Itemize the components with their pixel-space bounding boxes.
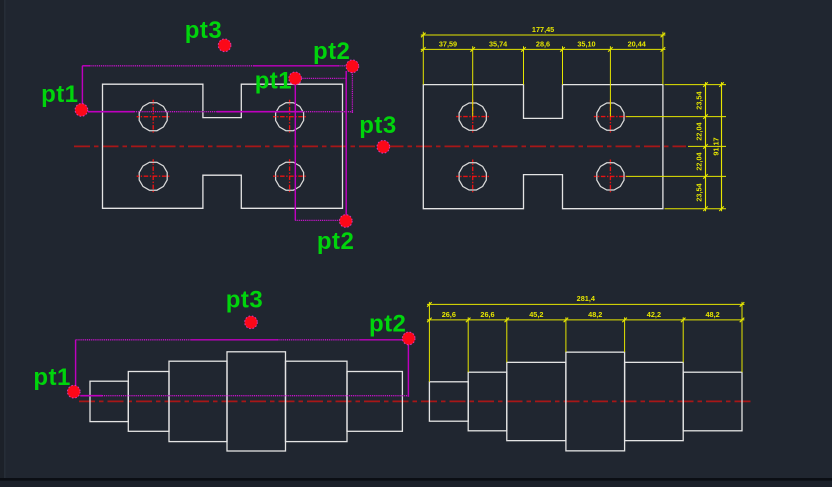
svg-text:281,4: 281,4 <box>577 294 596 303</box>
svg-text:35,74: 35,74 <box>489 39 508 48</box>
svg-text:22,04: 22,04 <box>694 121 703 140</box>
svg-text:20,44: 20,44 <box>628 39 647 48</box>
svg-text:pt3: pt3 <box>359 112 396 139</box>
svg-text:48,2: 48,2 <box>705 310 719 319</box>
svg-text:35,10: 35,10 <box>577 39 595 48</box>
svg-text:pt3: pt3 <box>185 17 222 44</box>
svg-text:48,2: 48,2 <box>588 310 602 319</box>
svg-text:22,04: 22,04 <box>694 151 703 170</box>
svg-text:26,6: 26,6 <box>442 310 456 319</box>
svg-text:pt1: pt1 <box>255 68 292 95</box>
svg-text:pt1: pt1 <box>41 81 78 108</box>
svg-text:45,2: 45,2 <box>529 310 543 319</box>
svg-text:37,59: 37,59 <box>439 39 457 48</box>
svg-text:pt2: pt2 <box>313 38 350 65</box>
svg-text:23,54: 23,54 <box>694 91 703 110</box>
svg-text:26,6: 26,6 <box>480 310 494 319</box>
svg-text:pt2: pt2 <box>369 310 406 337</box>
svg-text:pt2: pt2 <box>317 228 354 255</box>
svg-text:42,2: 42,2 <box>647 310 661 319</box>
svg-text:91,17: 91,17 <box>711 137 720 155</box>
svg-text:pt3: pt3 <box>226 287 263 314</box>
svg-text:pt1: pt1 <box>33 364 70 391</box>
svg-text:177,45: 177,45 <box>532 25 554 34</box>
svg-text:23,54: 23,54 <box>694 182 703 201</box>
svg-text:28,6: 28,6 <box>536 39 550 48</box>
